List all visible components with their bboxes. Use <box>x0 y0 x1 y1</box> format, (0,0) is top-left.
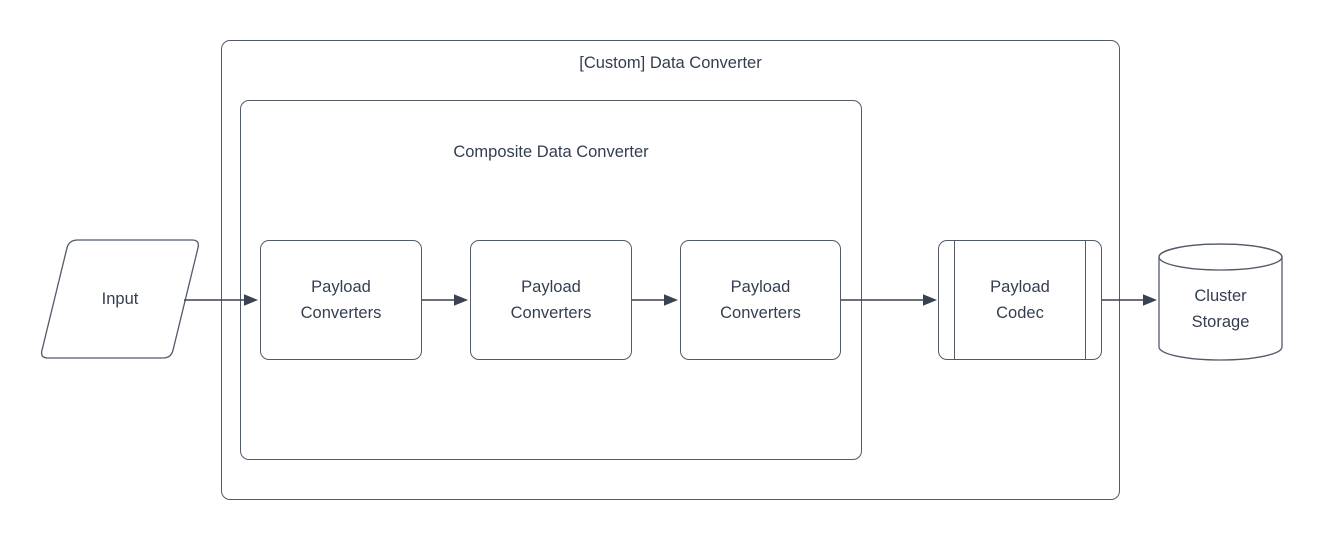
container-composite-data-converter-label: Composite Data Converter <box>453 143 649 161</box>
node-cluster-storage-label: Cluster Storage <box>1191 287 1250 331</box>
container-custom-data-converter: [Custom] Data Converter <box>221 40 1120 500</box>
node-input-label: Input <box>101 290 139 308</box>
node-payload-converters-2-label: Payload Converters <box>510 278 592 322</box>
node-payload-converters-3: Payload Converters <box>680 240 841 360</box>
container-composite-data-converter: Composite Data Converter <box>240 100 862 460</box>
node-payload-converters-1-label: Payload Converters <box>300 278 382 322</box>
node-payload-converters-3-label: Payload Converters <box>720 278 801 322</box>
node-payload-converters-1: Payload Converters <box>260 240 422 360</box>
node-payload-codec: Payload Codec <box>938 240 1102 360</box>
node-payload-codec-label: Payload Codec <box>990 278 1050 322</box>
container-custom-data-converter-label: [Custom] Data Converter <box>579 54 762 72</box>
node-payload-converters-2: Payload Converters <box>470 240 632 360</box>
